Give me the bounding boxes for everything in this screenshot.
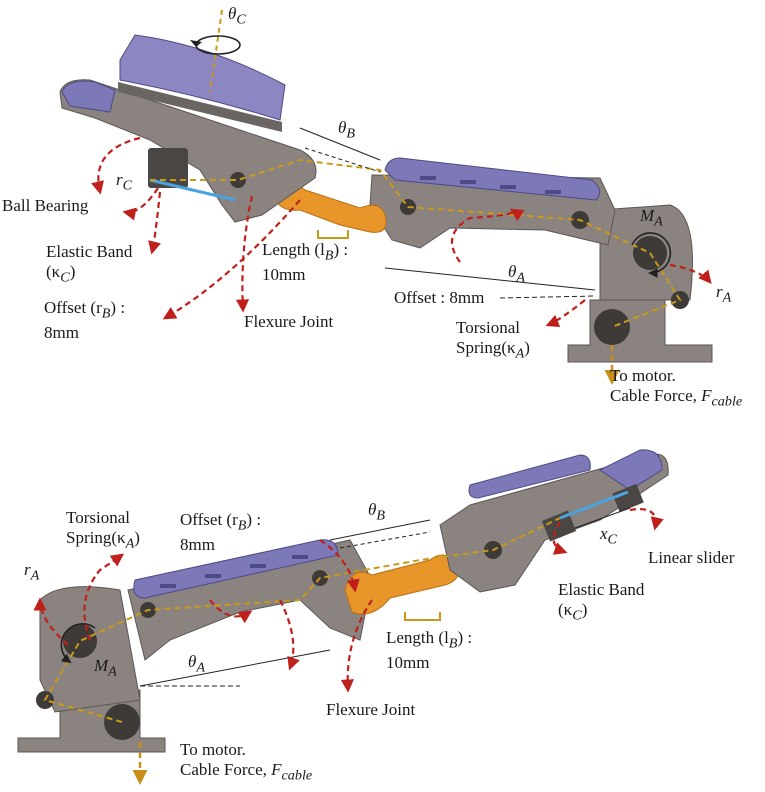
top-offset-rb-label: Offset (rB) : 8mm (44, 298, 126, 343)
top-elastic-band (149, 178, 236, 202)
top-motor-pulley (594, 309, 630, 345)
top-middle-pad-ridges (420, 176, 561, 194)
bottom-theta-a-label: θA (188, 652, 206, 676)
top-ball-bearing-label: Ball Bearing (2, 196, 89, 215)
top-ball-bearing (148, 148, 188, 188)
bottom-motor-label: To motor. Cable Force, Fcable (180, 740, 313, 784)
bottom-x-c-label: xC (600, 524, 617, 548)
top-r-a-label: rA (716, 282, 732, 306)
top-r-c-label: rC (116, 170, 133, 194)
top-theta-b-label: θB (338, 118, 356, 142)
top-cable (150, 158, 682, 328)
top-middle-pad (384, 157, 601, 201)
top-theta-c-label: θC (228, 4, 246, 28)
bottom-offset-rb-label: Offset (rB) : 8mm (180, 510, 262, 555)
bottom-middle-pad-ridges (160, 555, 308, 588)
top-motor-label: To motor. Cable Force, Fcable (610, 366, 743, 410)
top-torsional-spring-label: Torsional Spring(κA) (456, 318, 530, 362)
bottom-linear-slider (541, 510, 577, 542)
top-mechanism (59, 9, 713, 385)
bottom-fingertip (599, 449, 663, 491)
top-fingertip (61, 80, 116, 113)
bottom-elastic-band (559, 490, 629, 520)
bottom-cable (43, 517, 561, 723)
bottom-r-a-label: rA (24, 560, 40, 584)
bottom-joint-a (63, 624, 97, 658)
bottom-distal-pad (468, 454, 591, 499)
top-motor-base (567, 299, 713, 363)
top-flexure-joint-label: Flexure Joint (244, 312, 334, 331)
top-theta-a-label: θA (508, 262, 526, 286)
bottom-m-a-label: MA (94, 656, 117, 680)
bottom-linear-slider-label: Linear slider (648, 548, 735, 567)
bottom-mechanism (17, 449, 669, 785)
bottom-length-label: Length (lB) : 10mm (386, 628, 473, 673)
top-callout-arrows (91, 136, 712, 328)
bottom-theta-b-label: θB (368, 500, 386, 524)
top-sensor-block (119, 34, 286, 121)
bottom-flexure-joint-label: Flexure Joint (326, 700, 416, 719)
top-elastic-band-label: Elastic Band (κC) (46, 242, 133, 286)
bottom-torsional-spring-label: Torsional Spring(κA) (66, 508, 140, 552)
top-distal-pin (230, 172, 246, 188)
bottom-callout-arrows (33, 508, 664, 693)
top-offset-a-label: Offset : 8mm (394, 288, 485, 307)
bottom-elastic-band-label: Elastic Band (κC) (558, 580, 645, 624)
top-length-label: Length (lB) : 10mm (262, 240, 349, 285)
bottom-middle-phalanx (127, 539, 373, 661)
top-m-a-label: MA (640, 206, 663, 230)
